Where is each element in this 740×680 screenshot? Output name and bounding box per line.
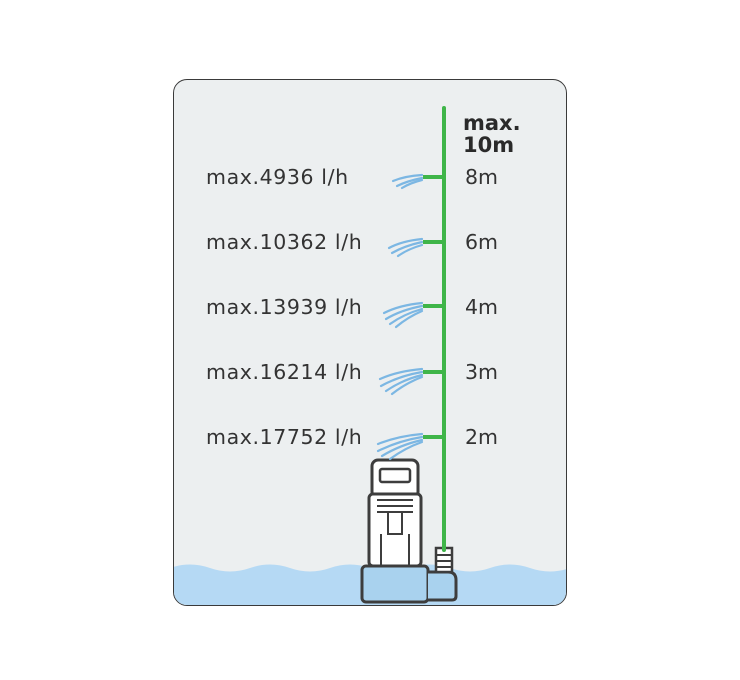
water-spray-icon <box>376 432 424 461</box>
head-height-label: 3m <box>465 360 499 384</box>
flow-rate-label: max.4936 l/h <box>206 165 349 189</box>
head-height-label: 8m <box>465 165 499 189</box>
flow-rate-label: max.10362 l/h <box>206 230 363 254</box>
flow-rate-label: max.17752 l/h <box>206 425 363 449</box>
max-head-label: max. <box>463 111 521 135</box>
flow-rate-label: max.16214 l/h <box>206 360 363 384</box>
head-height-label: 6m <box>465 230 499 254</box>
flow-rate-label: max.13939 l/h <box>206 295 363 319</box>
water-spray-icon <box>387 237 424 258</box>
water-spray-icon <box>378 367 424 396</box>
submersible-pump-icon <box>360 458 458 604</box>
max-head-value: 10m <box>463 133 515 157</box>
water-spray-icon <box>391 173 424 190</box>
head-height-label: 4m <box>465 295 499 319</box>
water-spray-icon <box>382 301 424 329</box>
head-height-label: 2m <box>465 425 499 449</box>
